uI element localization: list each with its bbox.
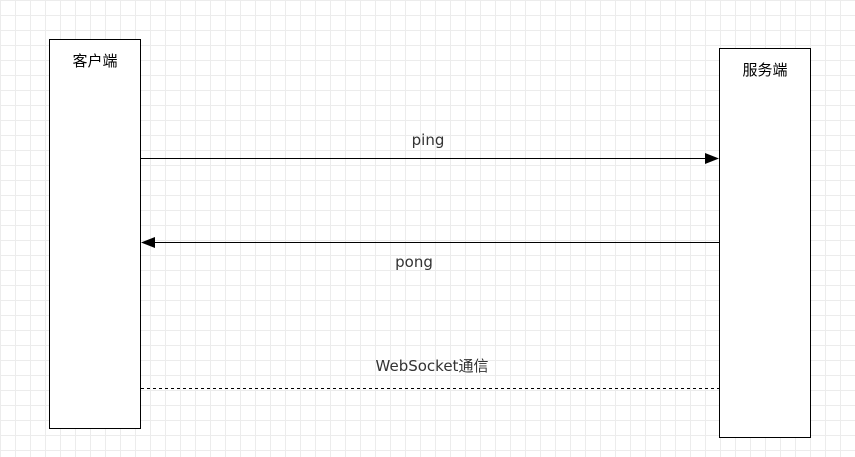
client-label: 客户端 [72,52,118,70]
client-lifeline: 客户端 [49,39,141,429]
pong-label: pong [395,253,433,271]
pong-arrowhead [141,237,155,248]
server-label: 服务端 [742,61,788,79]
ping-arrowhead [705,153,719,164]
websocket-label: WebSocket通信 [375,357,489,375]
ping-label: ping [411,131,445,149]
server-lifeline: 服务端 [719,48,811,438]
